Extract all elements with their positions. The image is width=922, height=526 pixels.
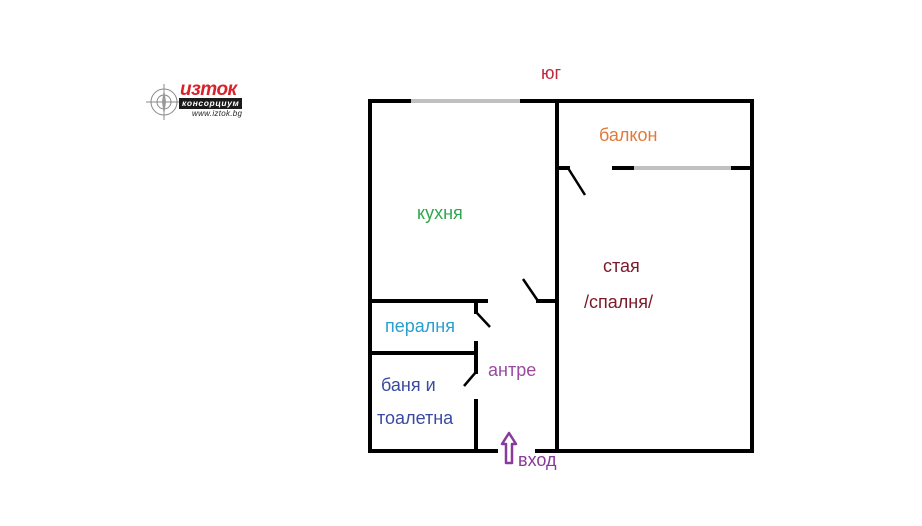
room-label-room-sub: /спалня/ [584,292,653,312]
logo-subtitle: консорциум [179,98,243,109]
logo: изток консорциум www.iztok.bg [146,80,258,124]
compass-rose-icon [146,84,182,120]
room-label-kitchen: кухня [417,203,463,223]
door-laundry [475,311,491,328]
room-label-room: стая [603,256,640,276]
door-balcony [566,167,587,196]
room-label-laundry: пералня [385,316,455,336]
room-label-bathroom: баня и [381,375,436,395]
door-bathroom [463,371,477,387]
up-arrow-icon [500,431,518,465]
logo-url: www.iztok.bg [192,109,243,118]
compass-south-label: юг [541,63,562,83]
room-label-balcony: балкон [599,125,658,145]
room-label-hallway: антре [488,360,537,380]
room-label-bathroom-sub: тоалетна [377,408,454,428]
logo-brand: изток [180,79,237,100]
entrance-label: вход [518,450,557,470]
door-kitchen [521,278,540,302]
